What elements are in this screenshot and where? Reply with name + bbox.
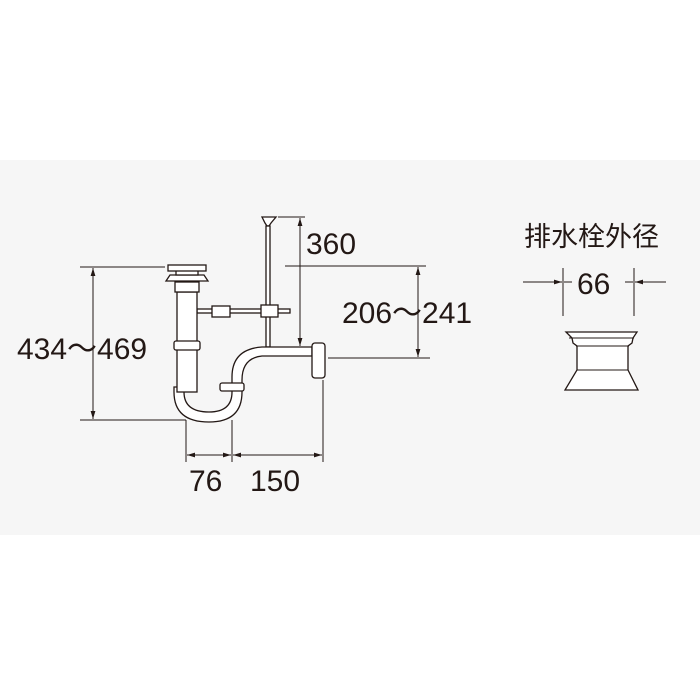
s-trap — [164, 264, 326, 423]
detail-title: 排水栓外径 — [524, 222, 659, 253]
outlet-length-label: 150 — [250, 465, 300, 498]
overall-height-label: 434～469 — [17, 333, 147, 366]
drain-plug-shape — [563, 331, 640, 391]
rod-height-label: 360 — [306, 228, 356, 261]
rod-height-dimension: 360 — [272, 216, 356, 348]
bottom-dimensions: 76 150 — [185, 380, 324, 498]
outlet-height-dimension: 206～241 — [285, 265, 472, 359]
drain-plug-detail: 排水栓外径 66 — [523, 222, 666, 391]
trap-width-label: 76 — [189, 465, 222, 498]
diameter-label: 66 — [577, 268, 610, 301]
outlet-height-label: 206～241 — [342, 297, 472, 330]
popup-rod — [196, 216, 291, 348]
overall-height-dimension — [80, 266, 186, 421]
